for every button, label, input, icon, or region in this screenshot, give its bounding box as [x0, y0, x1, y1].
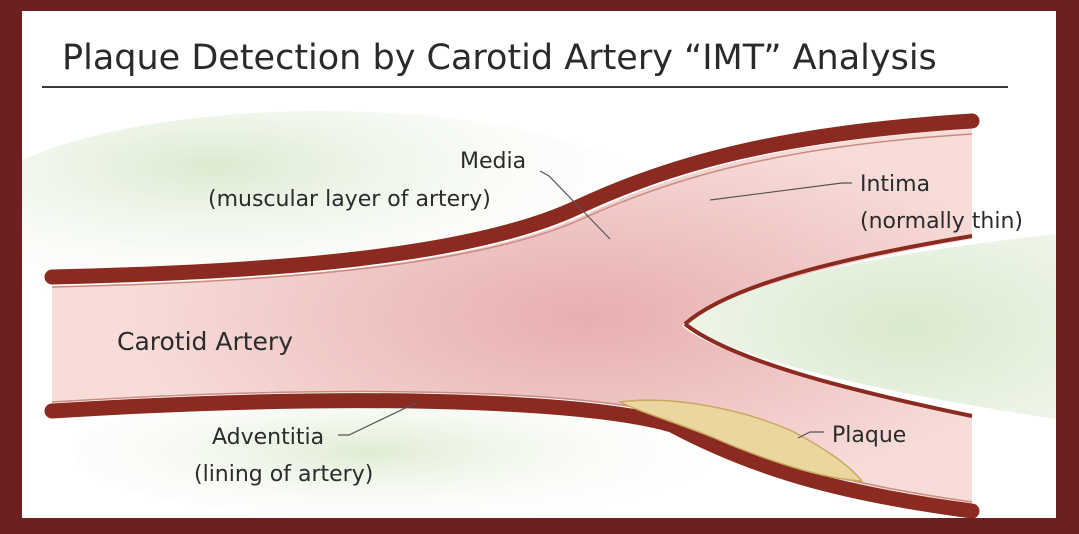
- intima-description-label: (normally thin): [860, 209, 1023, 234]
- adventitia-label: Adventitia: [212, 425, 324, 450]
- plaque-label: Plaque: [832, 423, 906, 448]
- diagram-title: Plaque Detection by Carotid Artery “IMT”…: [62, 38, 937, 78]
- media-description-label: (muscular layer of artery): [208, 187, 491, 212]
- adventitia-description-label: (lining of artery): [194, 462, 373, 487]
- carotid-artery-label: Carotid Artery: [117, 327, 293, 356]
- carotid-artery-diagram: Plaque Detection by Carotid Artery “IMT”…: [22, 11, 1056, 518]
- media-label: Media: [460, 149, 526, 174]
- intima-label: Intima: [860, 172, 930, 197]
- diagram-panel: Plaque Detection by Carotid Artery “IMT”…: [22, 11, 1056, 518]
